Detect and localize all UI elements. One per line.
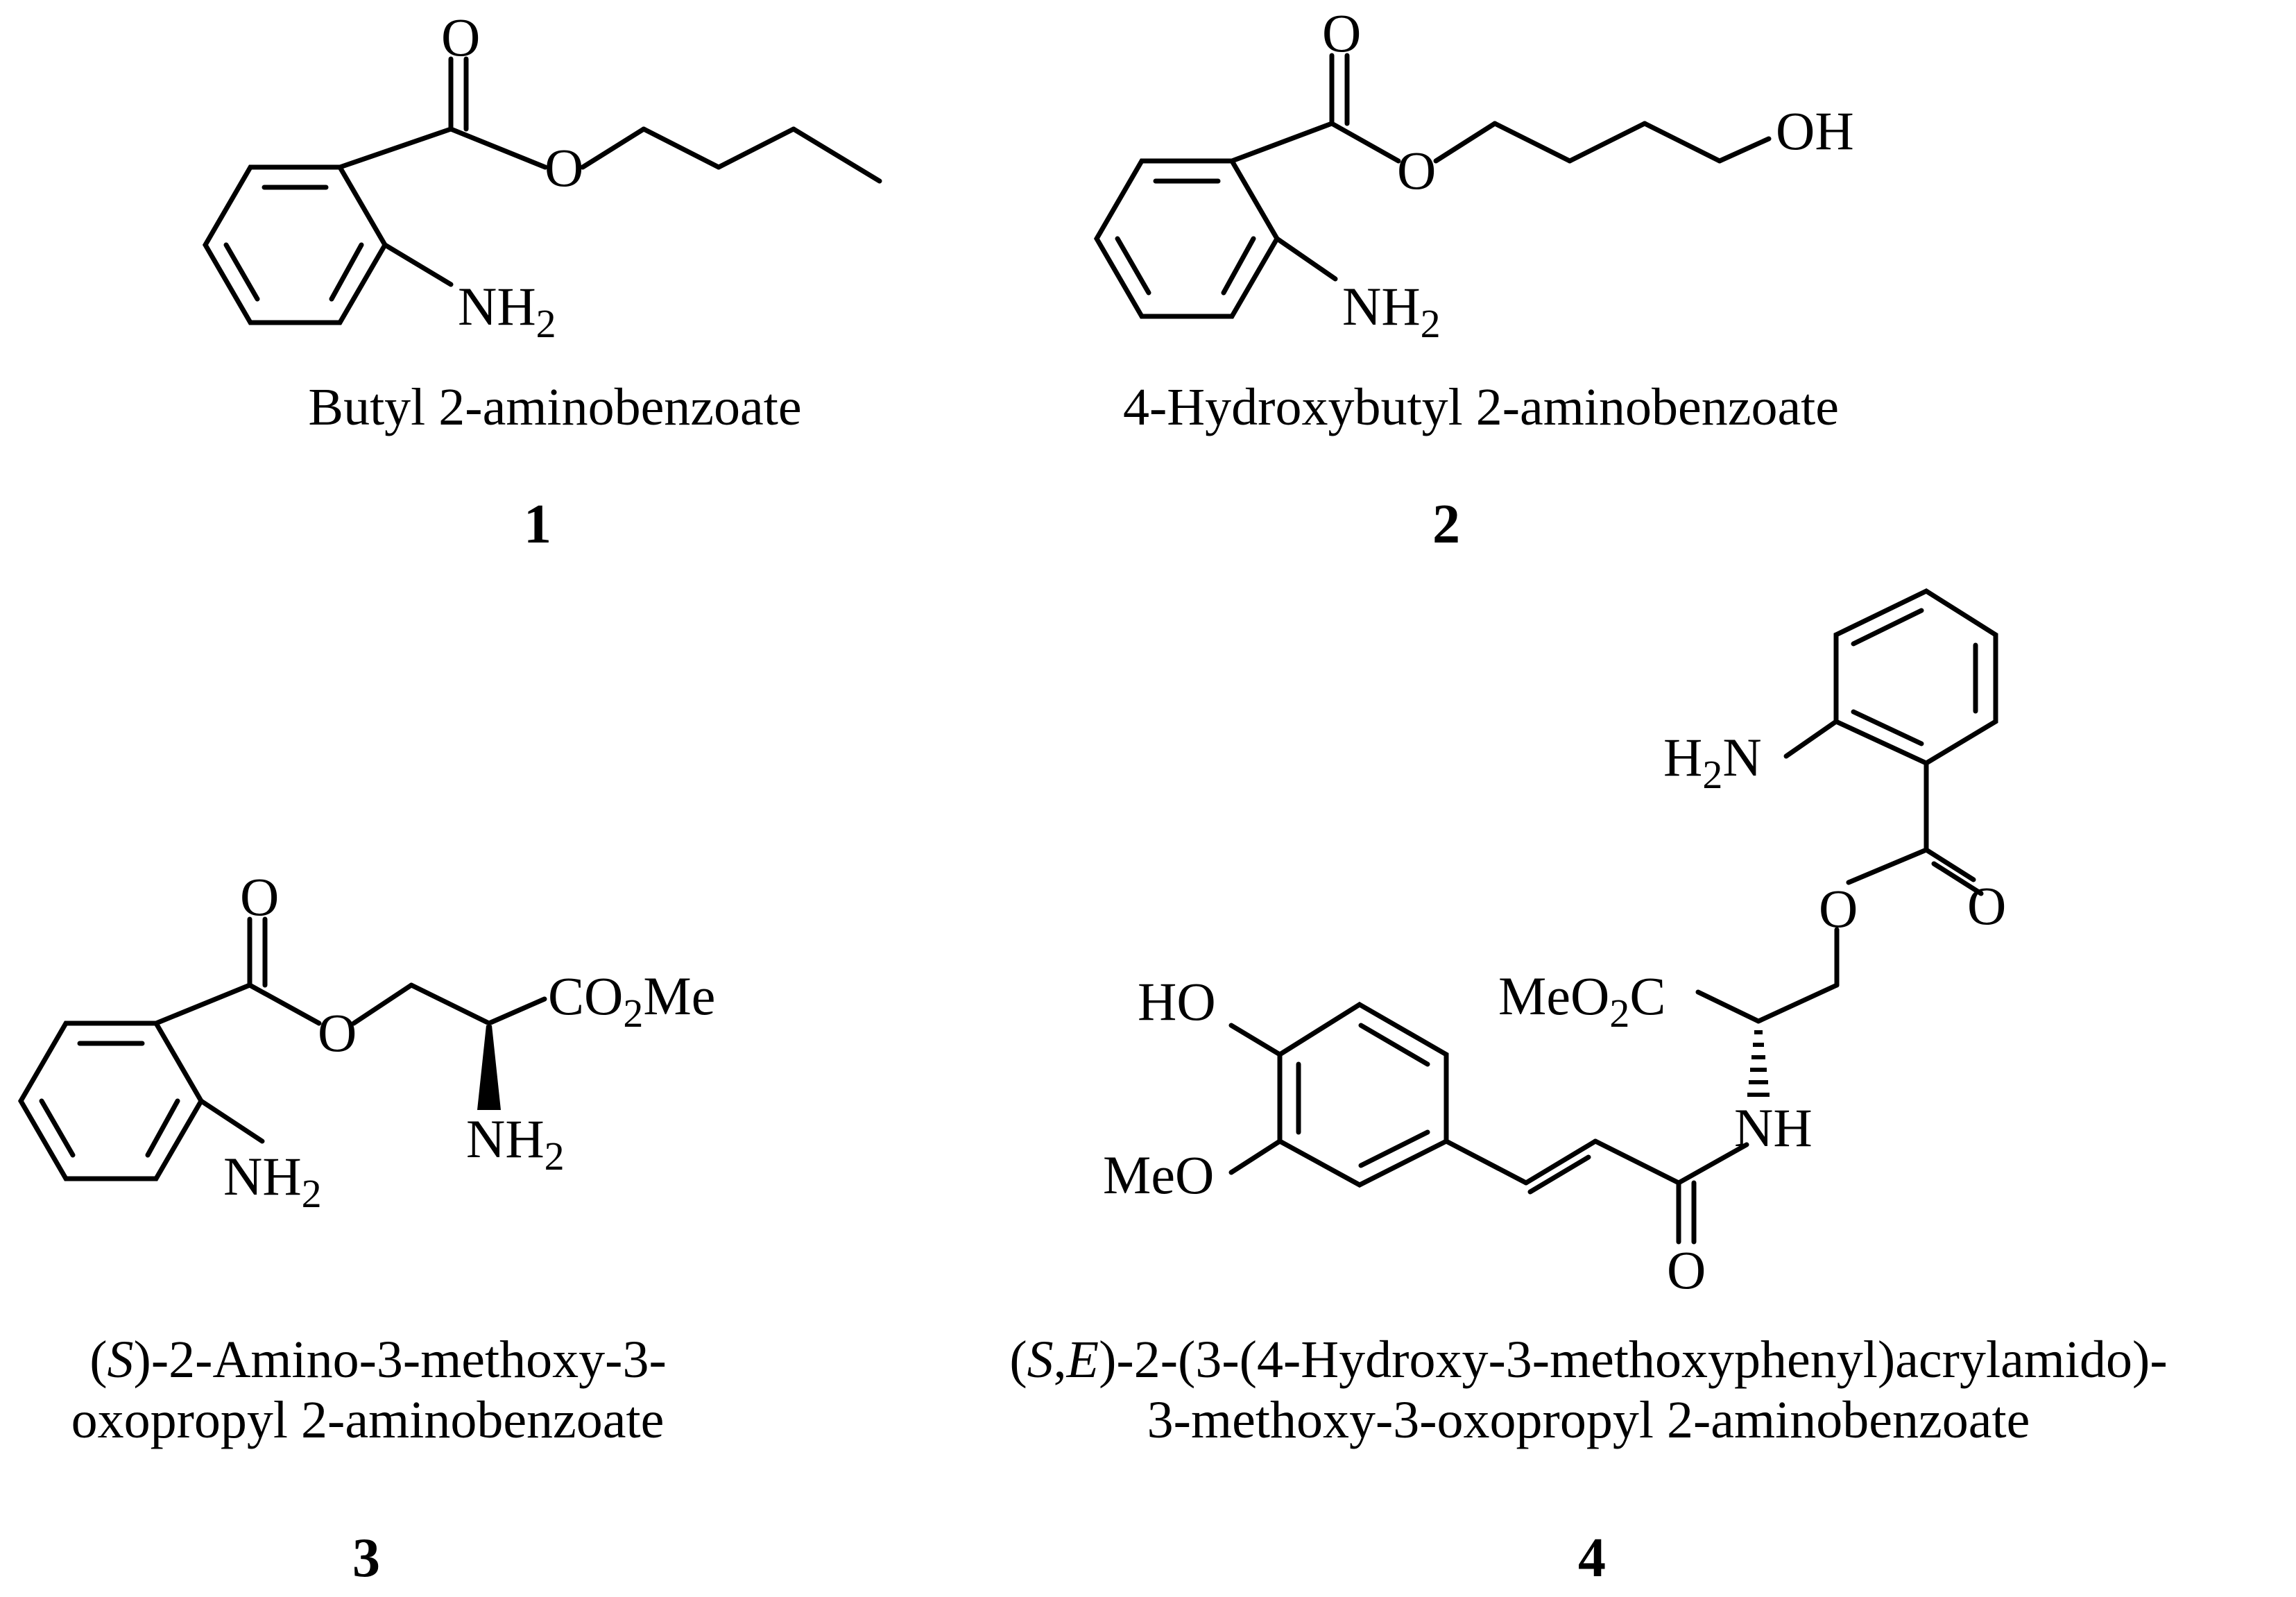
compound-1-name: Butyl 2-aminobenzoate	[308, 378, 801, 436]
compound-3-amine: NH2	[223, 1146, 322, 1216]
compound-4-methoxy: MeO	[1103, 1145, 1214, 1205]
compound-4-amide-nh: NH	[1734, 1098, 1813, 1158]
compound-3-alpha-amine: NH2	[466, 1109, 565, 1179]
compound-4-bonds	[1228, 588, 1998, 1245]
compound-2-hydroxyl: OH	[1776, 101, 1854, 161]
compound-3-number: 3	[352, 1528, 380, 1589]
compound-3-name-line-1: (S)-2-Amino-3-methoxy-3-	[89, 1331, 667, 1389]
compound-1-bonds	[202, 56, 882, 325]
compound-1-amine: NH2	[458, 276, 556, 346]
compound-4-amide-oxygen: O	[1667, 1240, 1706, 1300]
compound-4-hashed-bond	[1747, 1030, 1770, 1097]
compound-1-ester-oxygen: O	[545, 137, 583, 198]
compound-4: H2N O O MeO2C HO MeO NH O (S,E)-2-(3-(4-…	[1009, 588, 2168, 1589]
compound-3-name-line-2: oxopropyl 2-aminobenzoate	[71, 1391, 665, 1449]
compound-2: O O OH NH2 4-Hydroxybutyl 2-aminobenzoat…	[1093, 3, 1854, 555]
compound-1-carbonyl-oxygen: O	[441, 7, 480, 67]
compound-4-number: 4	[1578, 1528, 1606, 1589]
compound-2-ester-oxygen: O	[1397, 140, 1436, 200]
compound-3: O O CO2Me NH2 NH2 (S)-2-Amino-3-methoxy-…	[17, 866, 715, 1589]
compound-1: O O NH2 Butyl 2-aminobenzoate 1	[202, 7, 882, 555]
compound-4-methyl-ester: MeO2C	[1498, 966, 1665, 1036]
compound-3-ester-oxygen: O	[318, 1002, 357, 1063]
compound-4-hydroxyl: HO	[1138, 971, 1216, 1032]
compound-2-name: 4-Hydroxybutyl 2-aminobenzoate	[1123, 378, 1839, 436]
compound-3-methyl-ester: CO2Me	[548, 966, 715, 1036]
compound-4-carbonyl-oxygen: O	[1967, 876, 2006, 936]
compound-3-wedge-bond	[477, 1025, 501, 1110]
compound-2-number: 2	[1432, 494, 1460, 555]
compound-3-carbonyl-oxygen: O	[240, 866, 279, 927]
compound-3-bonds	[17, 916, 547, 1181]
compound-2-carbonyl-oxygen: O	[1322, 3, 1361, 63]
compound-4-name-line-1: (S,E)-2-(3-(4-Hydroxy-3-methoxyphenyl)ac…	[1009, 1331, 2167, 1389]
compound-4-amine: H2N	[1663, 727, 1762, 797]
compound-4-name-line-2: 3-methoxy-3-oxopropyl 2-aminobenzoate	[1147, 1391, 2030, 1449]
compound-2-bonds	[1093, 53, 1772, 319]
compound-2-amine: NH2	[1342, 276, 1441, 346]
compound-4-ester-oxygen: O	[1819, 878, 1858, 939]
compound-1-number: 1	[524, 494, 551, 555]
